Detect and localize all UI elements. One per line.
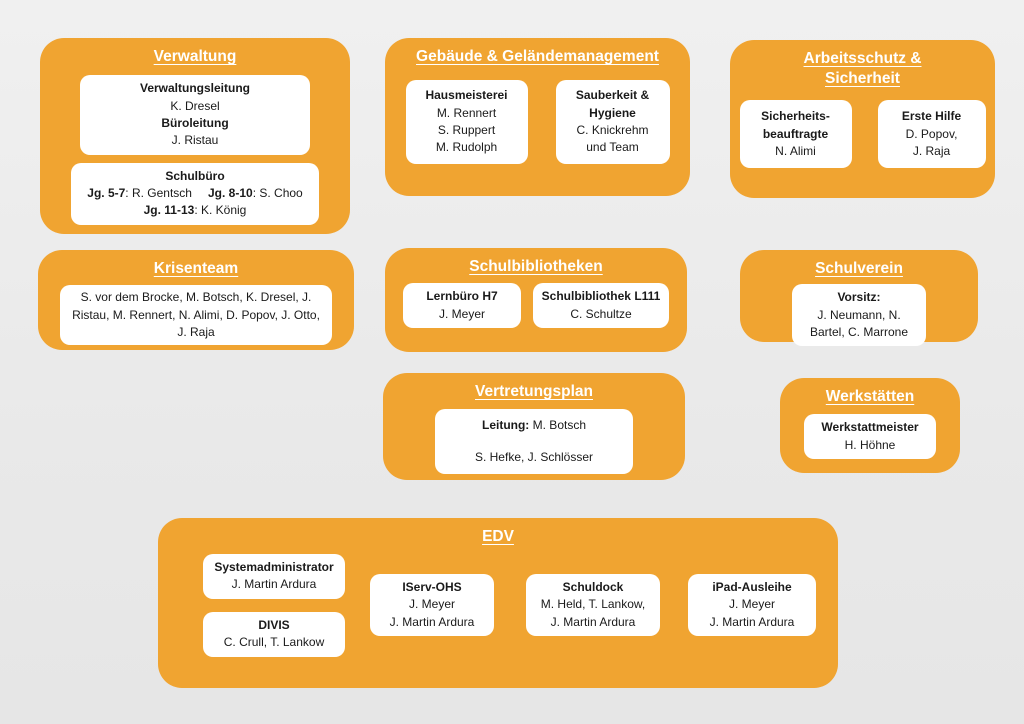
card-systemadministrator: Systemadministrator J. Martin Ardura bbox=[203, 554, 345, 599]
panel-vertretungsplan: Vertretungsplan Leitung: M. Botsch S. He… bbox=[383, 373, 685, 480]
card-schulbuero: Schulbüro Jg. 5-7: R. Gentsch Jg. 8-10: S… bbox=[71, 162, 319, 225]
card-ipad-ausleihe: iPad-Ausleihe J. Meyer J. Martin Ardura bbox=[688, 574, 816, 637]
card-lernbuero-h7: Lernbüro H7 J. Meyer bbox=[403, 283, 521, 328]
grade-label: Jg. 11-13 bbox=[143, 203, 195, 218]
card-heading: Sauberkeit & Hygiene bbox=[575, 88, 650, 120]
schulbuero-line-2: Jg. 11-13: K. König bbox=[79, 202, 311, 219]
panel-werkstaetten: Werkstätten Werkstattmeister H. Höhne bbox=[780, 378, 960, 473]
card-schuldock: Schuldock M. Held, T. Lankow, J. Martin … bbox=[526, 574, 660, 637]
card-sauberkeit-hygiene: Sauberkeit & Hygiene C. Knickrehm und Te… bbox=[555, 80, 670, 164]
panel-edv: EDV Systemadministrator J. Martin Ardura… bbox=[158, 518, 838, 688]
panel-title-gebaeude: Gebäude & Geländemanagement bbox=[416, 48, 659, 65]
person-name: J. Meyer bbox=[408, 597, 455, 612]
card-row: Sicherheits-beauftragte N. Alimi Erste H… bbox=[739, 100, 986, 169]
card-heading: IServ-OHS bbox=[402, 580, 462, 594]
panel-verwaltung: Verwaltung Verwaltungsleitung K. Dresel … bbox=[40, 38, 350, 234]
card-heading: Schulbüro bbox=[165, 168, 225, 183]
member-list: S. vor dem Brocke, M. Botsch, K. Dresel,… bbox=[72, 290, 320, 339]
person-name: : K. König bbox=[194, 203, 247, 218]
card-heading: Lernbüro H7 bbox=[426, 289, 498, 304]
card-sicherheitsbeauftragte: Sicherheits-beauftragte N. Alimi bbox=[739, 100, 852, 169]
person-name: M. Rennert bbox=[436, 105, 497, 120]
card-heading: Sicherheits-beauftragte bbox=[761, 109, 830, 141]
person-name: J. Martin Ardura bbox=[231, 577, 317, 592]
panel-gebaeude-gelaendemanagement: Gebäude & Geländemanagement Hausmeistere… bbox=[385, 38, 690, 196]
person-name: J. Martin Ardura bbox=[709, 614, 795, 629]
person-name: J. Ristau bbox=[171, 133, 219, 148]
role-label: Büroleitung bbox=[161, 115, 229, 130]
card-erste-hilfe: Erste Hilfe D. Popov, J. Raja bbox=[877, 100, 986, 169]
grade-label: Jg. 8-10 bbox=[207, 186, 253, 201]
card-heading: Erste Hilfe bbox=[901, 109, 962, 124]
card-heading: Schuldock bbox=[562, 580, 624, 594]
panel-title-schulbibliotheken: Schulbibliotheken bbox=[469, 258, 603, 275]
card-heading: Hausmeisterei bbox=[425, 88, 508, 103]
person-name: J. Martin Ardura bbox=[550, 614, 636, 629]
card-row: Hausmeisterei M. Rennert S. Ruppert M. R… bbox=[405, 80, 670, 164]
card-verwaltungsleitung: Verwaltungsleitung K. Dresel Büroleitung… bbox=[80, 75, 310, 155]
person-name: N. Alimi bbox=[775, 144, 816, 159]
panel-title-krisenteam: Krisenteam bbox=[153, 260, 239, 277]
person-name: J. Meyer bbox=[728, 597, 775, 612]
card-heading: Systemadministrator bbox=[214, 560, 334, 574]
person-name: M. Botsch bbox=[529, 418, 586, 433]
person-name: C. Schultze bbox=[570, 306, 632, 321]
grade-label: Jg. 5-7 bbox=[87, 186, 126, 201]
panel-title-edv: EDV bbox=[482, 528, 514, 545]
person-name: M. Held, T. Lankow, bbox=[540, 597, 646, 612]
card-heading: Vorsitz: bbox=[837, 290, 881, 305]
panel-title-arbeitsschutz: Arbeitsschutz & Sicherheit bbox=[803, 50, 922, 88]
leitung-line: Leitung: M. Botsch bbox=[445, 417, 623, 434]
card-heading: DIVIS bbox=[258, 618, 290, 632]
role-label: Leitung: bbox=[481, 418, 530, 433]
panel-title-schulverein: Schulverein bbox=[815, 260, 903, 277]
person-name: : R. Gentsch bbox=[125, 186, 192, 201]
member-list: J. Neumann, N. Bartel, C. Marrone bbox=[809, 307, 909, 339]
card-schulbibliothek-l111: Schulbibliothek L111 C. Schultze bbox=[533, 283, 669, 328]
card-hausmeisterei: Hausmeisterei M. Rennert S. Ruppert M. R… bbox=[405, 80, 528, 164]
card-heading: Werkstattmeister bbox=[821, 420, 919, 435]
card-row: Lernbüro H7 J. Meyer Schulbibliothek L11… bbox=[403, 283, 669, 328]
person-name: und Team bbox=[586, 140, 639, 155]
person-name: : S. Choo bbox=[252, 186, 303, 201]
card-vorsitz: Vorsitz: J. Neumann, N. Bartel, C. Marro… bbox=[792, 284, 926, 347]
person-name: S. Ruppert bbox=[437, 122, 496, 137]
card-vertretungsplan: Leitung: M. Botsch S. Hefke, J. Schlösse… bbox=[435, 409, 633, 474]
person-name: H. Höhne bbox=[844, 437, 896, 452]
card-werkstattmeister: Werkstattmeister H. Höhne bbox=[804, 414, 936, 459]
person-name: D. Popov, bbox=[905, 126, 958, 141]
team-line: S. Hefke, J. Schlösser bbox=[474, 449, 594, 464]
card-heading: Schulbibliothek L111 bbox=[541, 289, 661, 304]
card-iserv-ohs: IServ-OHS J. Meyer J. Martin Ardura bbox=[370, 574, 494, 637]
role-label: Verwaltungsleitung bbox=[139, 81, 250, 96]
schulbuero-line-1: Jg. 5-7: R. Gentsch Jg. 8-10: S. Choo bbox=[79, 185, 311, 202]
person-name: J. Martin Ardura bbox=[389, 614, 475, 629]
card-krisenteam-members: S. vor dem Brocke, M. Botsch, K. Dresel,… bbox=[60, 285, 332, 346]
person-name: M. Rudolph bbox=[435, 140, 498, 155]
panel-krisenteam: Krisenteam S. vor dem Brocke, M. Botsch,… bbox=[38, 250, 354, 350]
panel-schulbibliotheken: Schulbibliotheken Lernbüro H7 J. Meyer S… bbox=[385, 248, 687, 352]
card-divis: DIVIS C. Crull, T. Lankow bbox=[203, 612, 345, 657]
person-name: C. Knickrehm bbox=[576, 122, 649, 137]
person-name: J. Raja bbox=[912, 144, 951, 159]
panel-arbeitsschutz-sicherheit: Arbeitsschutz & Sicherheit Sicherheits-b… bbox=[730, 40, 995, 198]
panel-title-verwaltung: Verwaltung bbox=[153, 48, 237, 65]
person-name: K. Dresel bbox=[170, 98, 220, 113]
person-name: J. Meyer bbox=[438, 306, 485, 321]
panel-title-vertretungsplan: Vertretungsplan bbox=[475, 383, 593, 400]
person-name: C. Crull, T. Lankow bbox=[223, 635, 325, 650]
panel-schulverein: Schulverein Vorsitz: J. Neumann, N. Bart… bbox=[740, 250, 978, 347]
panel-title-werkstaetten: Werkstätten bbox=[825, 388, 915, 405]
card-heading: iPad-Ausleihe bbox=[712, 580, 792, 594]
